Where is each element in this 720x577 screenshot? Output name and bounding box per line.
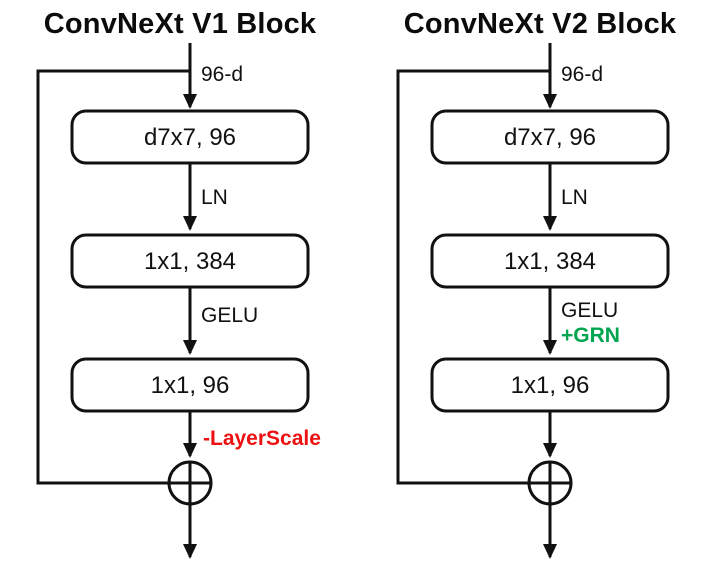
- pwconv1-box-label: 1x1, 384: [144, 248, 236, 275]
- skip-connection: [36, 69, 190, 485]
- v1-title: ConvNeXt V1 Block: [43, 8, 317, 40]
- plus-icon: [529, 462, 571, 504]
- convnext-v1-column: ConvNeXt V1 Block 96-d d7x7, 96 LN 1x1, …: [36, 8, 321, 559]
- dwconv-box-label: d7x7, 96: [504, 124, 596, 151]
- v1-block-diagram: 96-d d7x7, 96 LN 1x1, 384 GELU 1x1, 96 -…: [36, 43, 321, 559]
- input-dim-label: 96-d: [561, 63, 603, 86]
- gelu-label: GELU: [201, 304, 258, 327]
- v2-title: ConvNeXt V2 Block: [403, 8, 677, 40]
- ln-label: LN: [561, 186, 588, 209]
- layerscale-removed-label: -LayerScale: [203, 427, 321, 450]
- plus-icon: [169, 462, 211, 504]
- pwconv1-box-label: 1x1, 384: [504, 248, 596, 275]
- pwconv2-box-label: 1x1, 96: [511, 372, 590, 399]
- v2-block-diagram: 96-d d7x7, 96 LN 1x1, 384 GELU +GRN 1x1,…: [396, 43, 670, 559]
- pwconv2-box-label: 1x1, 96: [151, 372, 230, 399]
- dwconv-box-label: d7x7, 96: [144, 124, 236, 151]
- convnext-v2-column: ConvNeXt V2 Block 96-d d7x7, 96 LN 1x1, …: [360, 0, 720, 577]
- input-dim-label: 96-d: [201, 63, 243, 86]
- ln-label: LN: [201, 186, 228, 209]
- gelu-label: GELU: [561, 299, 618, 322]
- skip-connection: [396, 69, 550, 485]
- grn-added-label: +GRN: [561, 324, 620, 347]
